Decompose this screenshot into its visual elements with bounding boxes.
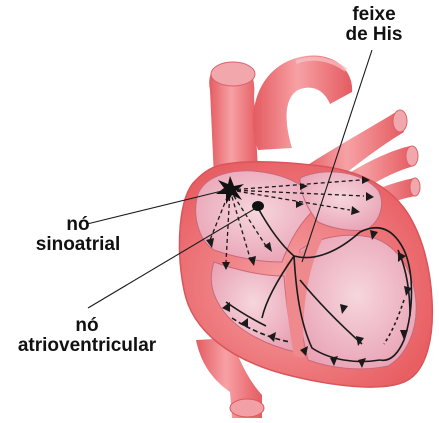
label-bundle-of-his: feixe de His [338, 5, 410, 45]
label-bundle-of-his-line1: feixe [338, 5, 410, 25]
label-sinoatrial-node: nó sinoatrial [16, 215, 140, 255]
label-atrioventricular-node: nó atrioventricular [12, 316, 162, 356]
label-bundle-of-his-line2: de His [338, 25, 410, 45]
superior-vena-cava [209, 62, 258, 178]
label-atrioventricular-node-line1: nó [12, 316, 162, 336]
aortic-arch [253, 55, 352, 150]
label-atrioventricular-node-line2: atrioventricular [12, 336, 162, 356]
label-sinoatrial-node-line2: sinoatrial [16, 235, 140, 255]
label-sinoatrial-node-line1: nó [16, 215, 140, 235]
